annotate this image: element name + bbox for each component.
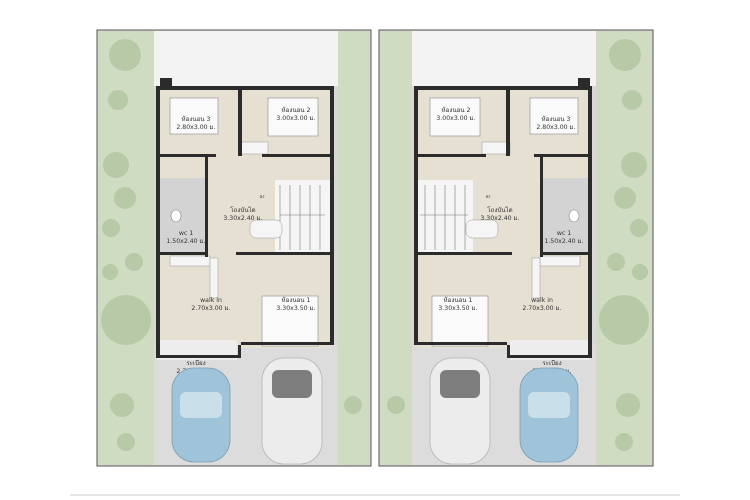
toilet-icon xyxy=(568,209,580,223)
hall-label: โถงบันได xyxy=(230,206,255,214)
tree-icon xyxy=(108,90,128,110)
car-icon xyxy=(261,357,323,465)
car-icon xyxy=(171,367,231,463)
tree-icon xyxy=(632,264,648,280)
rear-yard xyxy=(154,31,338,86)
bed-icon xyxy=(529,97,579,135)
left-lawn xyxy=(380,31,412,465)
tree-icon xyxy=(344,396,362,414)
wardrobe-icon xyxy=(209,257,219,299)
wardrobe-icon xyxy=(531,257,541,299)
trees xyxy=(387,39,649,451)
car-icon xyxy=(519,367,579,463)
stair-area xyxy=(418,180,473,255)
bedroom3-label: ห้องนอน 3 xyxy=(542,115,571,123)
balcony-label: ระเบียง xyxy=(186,359,205,367)
stairs xyxy=(420,185,468,250)
bedroom2-size: 3.00x3.00 ม. xyxy=(276,115,315,122)
tree-icon xyxy=(621,152,647,178)
unit-right: ห้องนอน 2 3.00x3.00 ม. ห้องนอน 3 2.80x3.… xyxy=(378,29,654,467)
tree-icon xyxy=(102,219,120,237)
unit-left: ห้องนอน 3 2.80x3.00 ม. ห้องนอน 2 3.00x3.… xyxy=(96,29,372,467)
tree-icon xyxy=(614,187,636,209)
tree-icon xyxy=(102,264,118,280)
armchair-icon xyxy=(465,219,499,239)
bedroom1-size: 3.30x3.50 ม. xyxy=(438,305,477,312)
walkin-size: 2.70x3.00 ม. xyxy=(191,305,230,312)
walkin-size: 2.70x3.00 ม. xyxy=(522,305,561,312)
bedroom2-label: ห้องนอน 2 xyxy=(282,106,311,114)
bedroom3-label: ห้องนอน 3 xyxy=(182,115,211,123)
walls xyxy=(156,78,334,358)
tree-icon xyxy=(110,393,134,417)
tree-icon xyxy=(101,295,151,345)
armchair-icon xyxy=(249,219,283,239)
tree-icon xyxy=(117,433,135,451)
tree-icon xyxy=(609,39,641,71)
hall-size: 3.30x2.40 ม. xyxy=(223,215,262,222)
wc-label: wc 1 xyxy=(557,230,571,237)
tree-icon xyxy=(387,396,405,414)
bedroom2-label: ห้องนอน 2 xyxy=(442,106,471,114)
walkin-label: walk in xyxy=(531,297,553,304)
tree-icon xyxy=(125,253,143,271)
wc-floor xyxy=(160,178,208,254)
bedroom1-label: ห้องนอน 1 xyxy=(282,296,311,304)
wc-size: 1.50x2.40 ม. xyxy=(544,238,583,245)
bedroom3-size: 2.80x3.00 ม. xyxy=(536,124,575,131)
bedroom3-size: 2.80x3.00 ม. xyxy=(176,124,215,131)
tree-icon xyxy=(630,219,648,237)
bed-icon xyxy=(431,295,489,347)
bed-icon xyxy=(267,97,319,137)
tree-icon xyxy=(103,152,129,178)
toilet-icon xyxy=(170,209,182,223)
wc-label: wc 1 xyxy=(179,230,193,237)
wc-floor xyxy=(540,178,588,254)
tree-icon xyxy=(615,433,633,451)
right-lawn xyxy=(338,31,370,465)
walkin-label: walk in xyxy=(200,297,222,304)
stair-down-mark: ลง xyxy=(486,195,491,200)
desk-icon xyxy=(239,141,269,155)
tree-icon xyxy=(114,187,136,209)
bedroom2-size: 3.00x3.00 ม. xyxy=(436,115,475,122)
car-icon xyxy=(429,357,491,465)
bed-icon xyxy=(429,97,481,137)
tree-icon xyxy=(599,295,649,345)
tree-icon xyxy=(607,253,625,271)
rear-yard xyxy=(412,31,596,86)
bedroom1-label: ห้องนอน 1 xyxy=(444,296,473,304)
walls xyxy=(414,78,592,358)
hall-label: โถงบันได xyxy=(487,206,512,214)
tree-icon xyxy=(109,39,141,71)
wardrobe-icon xyxy=(169,255,211,267)
stairs xyxy=(279,185,325,250)
wc-size: 1.50x2.40 ม. xyxy=(166,238,205,245)
hall-size: 3.30x2.40 ม. xyxy=(480,215,519,222)
bedroom1-size: 3.30x3.50 ม. xyxy=(276,305,315,312)
desk-icon xyxy=(481,141,511,155)
tree-icon xyxy=(622,90,642,110)
bed-icon xyxy=(169,97,219,135)
stair-area xyxy=(275,180,330,255)
trees xyxy=(101,39,362,451)
tree-icon xyxy=(616,393,640,417)
stair-down-mark: ลง xyxy=(260,195,265,200)
balcony-label: ระเบียง xyxy=(542,359,561,367)
bed-icon xyxy=(261,295,319,347)
wardrobe-icon xyxy=(539,255,581,267)
